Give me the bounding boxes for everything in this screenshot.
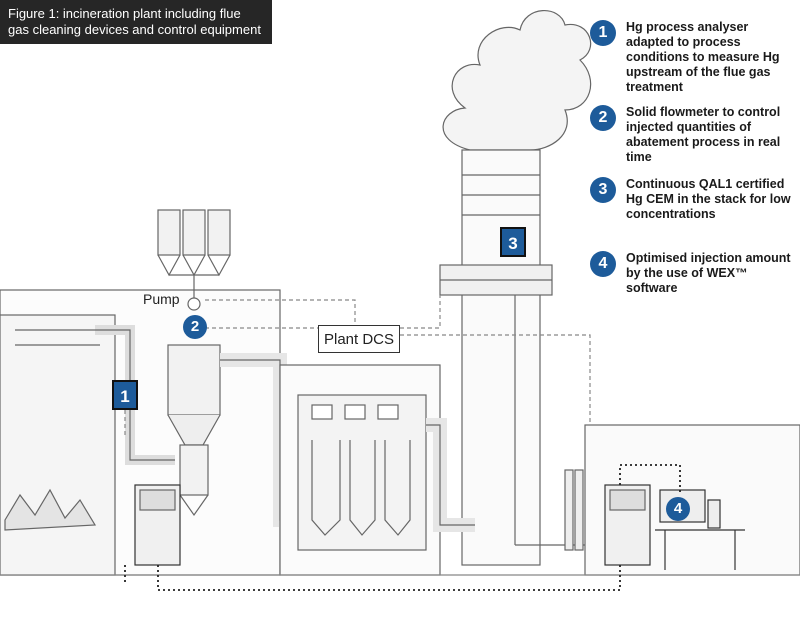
figure-caption: Figure 1: incineration plant including f… — [0, 0, 272, 44]
legend-number: 4 — [590, 251, 616, 277]
stack — [461, 149, 541, 566]
pump-label: Pump — [143, 291, 180, 307]
boiler — [0, 314, 116, 576]
furnace-flames — [4, 488, 97, 531]
plant-dcs-box: Plant DCS — [318, 325, 400, 353]
legend-number: 3 — [590, 177, 616, 203]
legend-text: Optimised injection amount by the use of… — [626, 251, 791, 295]
legend-text: Hg process analyser adapted to process c… — [626, 20, 780, 94]
legend-number: 1 — [590, 20, 616, 46]
smoke-plume — [442, 10, 592, 151]
legend-text: Solid flowmeter to control injected quan… — [626, 105, 781, 164]
bag-filter — [297, 394, 427, 551]
marker-2-badge: 2 — [183, 315, 207, 339]
pump-symbol — [187, 297, 201, 311]
reactor — [167, 344, 221, 416]
silos — [157, 209, 231, 277]
legend-number: 2 — [590, 105, 616, 131]
marker-1-badge: 1 — [112, 380, 138, 410]
legend-text: Continuous QAL1 certified Hg CEM in the … — [626, 177, 791, 221]
marker-4-badge: 4 — [666, 497, 690, 521]
marker-3-badge: 3 — [500, 227, 526, 257]
